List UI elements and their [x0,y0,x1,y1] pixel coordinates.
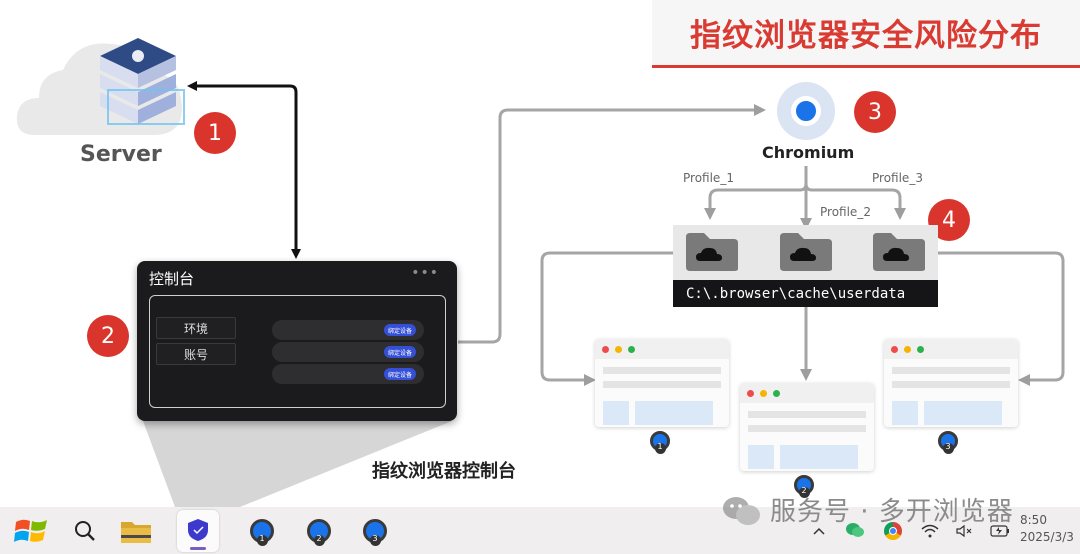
console-panel: 环境 账号 绑定设备 绑定设备 绑定设备 [149,295,446,408]
browser-3-icon: 3 [938,431,958,454]
console-chromium-arrow [458,104,766,344]
clock-date: 2025/3/3 [1020,530,1074,544]
windows-start-icon[interactable] [14,516,48,544]
browser-1-icon: 1 [650,431,670,454]
userdata-path: C:\.browser\cache\userdata [673,280,938,307]
chromium-profile3-arrow [804,183,906,220]
browser-3-number: 3 [942,443,954,454]
watermark-text: 服务号 · 多开浏览器 [770,497,1014,527]
taskbar-browser-3-number: 3 [369,535,381,546]
folder-icon[interactable] [120,518,152,544]
console-window: 控制台 ••• 环境 账号 绑定设备 绑定设备 绑定设备 [137,261,457,421]
folder-window3-arrow [938,251,1065,386]
taskbar-browser-1-number: 1 [256,535,268,546]
chromium-icon [777,82,835,140]
server-console-arrow [187,81,301,259]
wechat-tray-icon[interactable] [845,521,865,539]
taskbar-clock[interactable]: 8:50 2025/3/3 [1020,512,1074,546]
browser-1-number: 1 [654,443,666,454]
profile-2-label: Profile_2 [820,205,871,219]
shield-icon [188,519,208,541]
chevron-up-icon[interactable] [813,526,825,536]
profile-1-label: Profile_1 [683,171,734,185]
console-caption: 指纹浏览器控制台 [372,461,516,482]
bind-device-button[interactable]: 绑定设备 [383,346,416,358]
console-title: 控制台 [149,270,195,288]
env-button[interactable]: 环境 [156,317,236,339]
badge-1: 1 [194,112,236,154]
bind-device-button[interactable]: 绑定设备 [383,324,416,336]
folder-icon [873,233,925,271]
battery-icon[interactable] [990,525,1010,537]
wechat-logo-icon [723,497,760,525]
env-row: 绑定设备 [272,320,424,340]
account-button[interactable]: 账号 [156,343,236,365]
folder-window1-arrow [540,251,673,386]
more-icon[interactable]: ••• [411,265,439,281]
browser-window-2 [740,383,874,471]
taskbar-browser-3-icon[interactable]: 3 [363,519,387,546]
env-row: 绑定设备 [272,364,424,384]
env-row: 绑定设备 [272,342,424,362]
browser-2-icon: 2 [794,475,814,498]
taskbar: 1 2 3 [0,507,1080,554]
profile-3-label: Profile_3 [872,171,923,185]
chrome-tray-icon[interactable] [884,522,902,540]
bind-device-button[interactable]: 绑定设备 [383,368,416,380]
clock-time: 8:50 [1020,513,1047,527]
taskbar-browser-1-icon[interactable]: 1 [250,519,274,546]
console-projection [143,421,452,507]
badge-3: 3 [854,91,896,133]
taskbar-browser-2-icon[interactable]: 2 [307,519,331,546]
volume-muted-icon[interactable] [956,524,974,538]
page-title: 指纹浏览器安全风险分布 [690,18,1042,54]
browser-2-number: 2 [798,487,810,498]
badge-2: 2 [87,315,129,357]
console-app-button[interactable] [177,510,219,552]
taskbar-browser-2-number: 2 [313,535,325,546]
server-label: Server [80,142,162,167]
folder-icon [686,233,738,271]
browser-window-3 [884,339,1018,427]
title-box: 指纹浏览器安全风险分布 [652,0,1080,68]
chromium-label: Chromium [762,143,855,162]
server-icon [100,38,185,125]
search-icon[interactable] [73,519,97,543]
folder-icon [780,233,832,271]
wifi-icon[interactable] [921,524,939,538]
browser-window-1 [595,339,729,427]
